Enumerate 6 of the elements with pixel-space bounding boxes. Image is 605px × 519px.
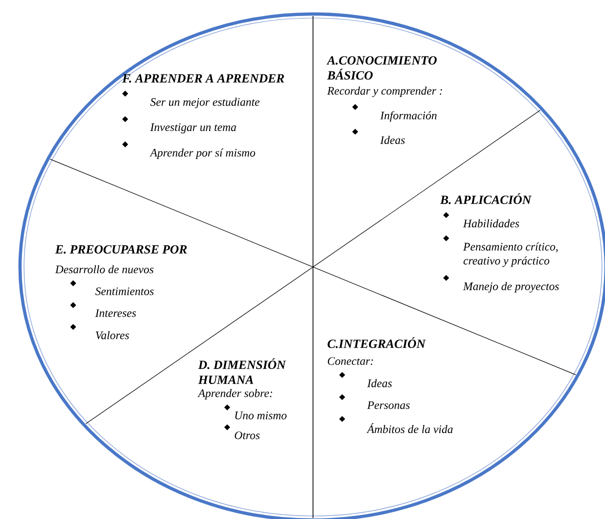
sector-text: F. APRENDER A APRENDER Ser un mejor estudiante Investigar un tema Aprender por sí mismo bbox=[122, 74, 284, 159]
sector-text: A.CONOCIMIENTO BÁSICO Recordar y comprender : Información Ideas bbox=[326, 56, 442, 144]
sector-text: C.INTEGRACIÓN Conectar: Ideas Personas Ámbitos de la vida bbox=[328, 337, 453, 434]
sector-text: D. DIMENSIÓN HUMANA Aprender sobre: Uno mismo Otros bbox=[198, 358, 287, 440]
sector-text: E. PREOCUPARSE POR Desarrollo de nuevos Sentimientos Intereses Valores bbox=[55, 245, 187, 340]
sector-text: B. APLICACIÓN Habilidades Pensamiento crítico, creativo y práctico Manejo de proyectos bbox=[440, 193, 559, 293]
